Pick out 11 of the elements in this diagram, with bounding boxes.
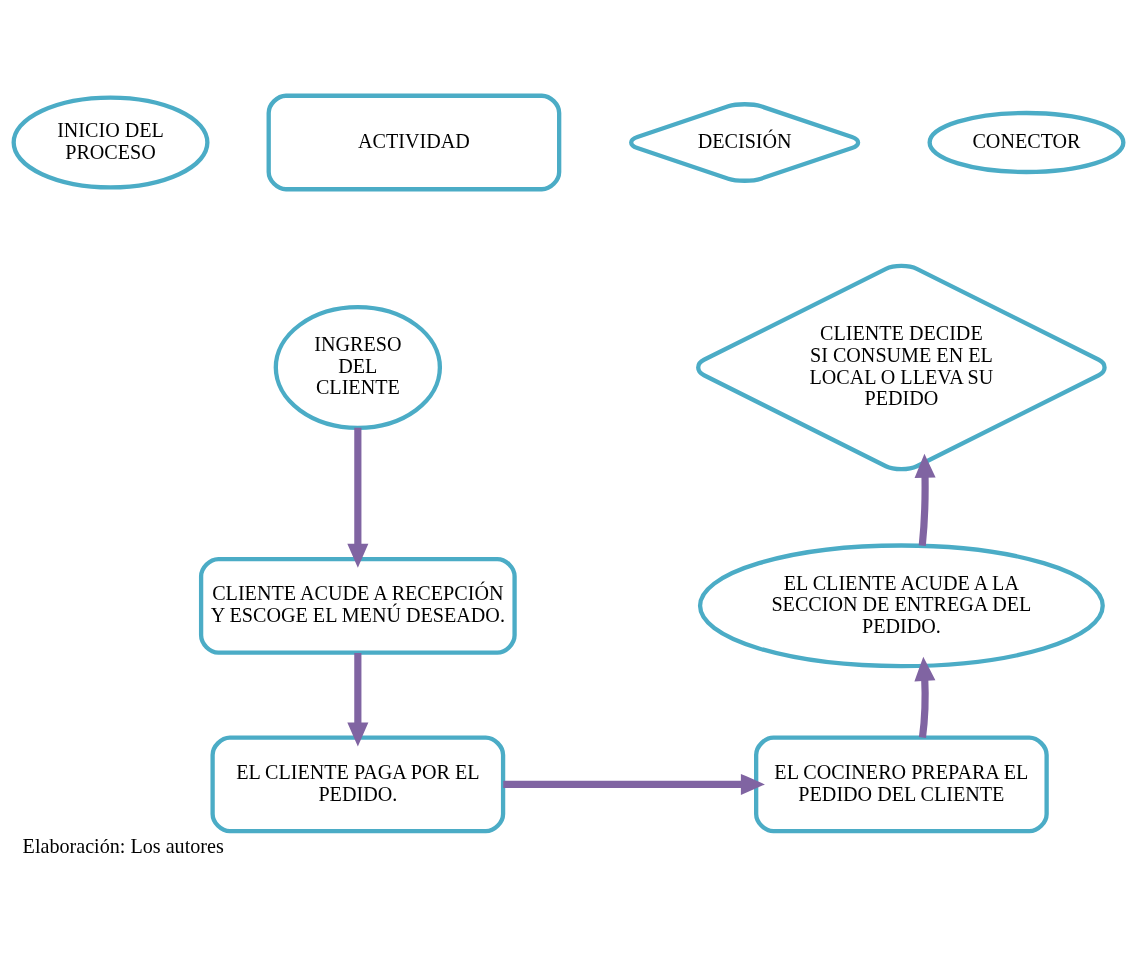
node-box: ACTIVIDAD	[266, 93, 562, 191]
node-ellipse: CONECTOR	[927, 110, 1126, 174]
node-box: EL CLIENTE PAGA POR EL PEDIDO.	[210, 735, 506, 833]
node-ellipse: INICIO DEL PROCESO	[11, 94, 210, 190]
node-box: CLIENTE ACUDE A RECEPCIÓN Y ESCOGE EL MENÚ DESEADO.	[198, 556, 517, 655]
node-box: EL COCINERO PREPARA EL PEDIDO DEL CLIENTE	[754, 735, 1049, 833]
arrow	[914, 453, 936, 546]
arrow	[914, 656, 936, 738]
caption: Elaboración: Los autores	[22, 834, 224, 857]
node-ellipse: EL CLIENTE ACUDE A LA SECCION DE ENTREGA DEL PEDIDO.	[697, 542, 1105, 668]
node-ellipse: INGRESO DEL CLIENTE	[273, 304, 443, 430]
